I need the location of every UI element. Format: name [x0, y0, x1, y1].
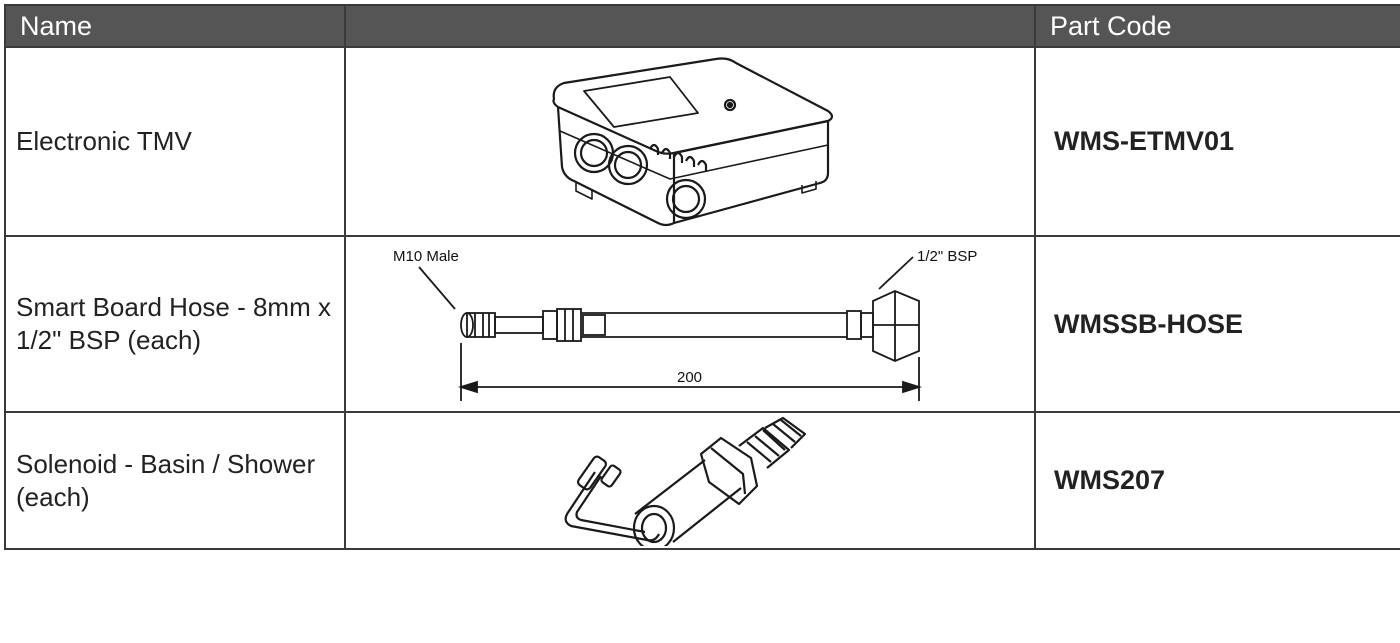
- row-image: [344, 411, 1036, 550]
- table-row: Smart Board Hose - 8mm x 1/2" BSP (each)…: [4, 235, 1400, 413]
- table-row: Solenoid - Basin / Shower (each): [4, 411, 1400, 550]
- row-name: Solenoid - Basin / Shower (each): [4, 411, 346, 550]
- header-image: [344, 4, 1036, 48]
- hose-right-label: 1/2" BSP: [917, 248, 977, 265]
- table-row: Electronic TMV: [4, 46, 1400, 237]
- hose-dimension: 200: [677, 369, 702, 386]
- parts-table: Name Part Code Electronic TMV: [4, 4, 1400, 550]
- hose-icon: M10 Male 1/2" BSP: [393, 248, 977, 401]
- hose-left-label: M10 Male: [393, 248, 459, 265]
- table-header-row: Name Part Code: [4, 4, 1400, 48]
- row-image: M10 Male 1/2" BSP: [344, 235, 1036, 413]
- row-name: Smart Board Hose - 8mm x 1/2" BSP (each): [4, 235, 346, 413]
- row-part-code: WMS207: [1034, 411, 1400, 550]
- row-image: [344, 46, 1036, 237]
- electronic-tmv-icon: [552, 56, 834, 226]
- header-part-code: Part Code: [1034, 4, 1400, 48]
- row-name: Electronic TMV: [4, 46, 346, 237]
- header-name: Name: [4, 4, 346, 48]
- solenoid-icon: [564, 416, 807, 546]
- row-part-code: WMS-ETMV01: [1034, 46, 1400, 237]
- row-part-code: WMSSB-HOSE: [1034, 235, 1400, 413]
